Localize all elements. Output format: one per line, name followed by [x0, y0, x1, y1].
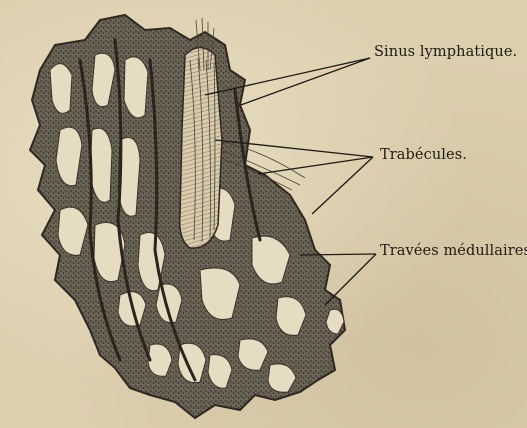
label-trabecules: Trabécules. — [380, 147, 467, 163]
central-trabecula — [180, 48, 222, 249]
leader-trabecules-3 — [312, 157, 373, 214]
leader-trabecules-2 — [258, 157, 373, 174]
leader-travees-2 — [325, 254, 376, 305]
label-sinus-lymphatique: Sinus lymphatique. — [374, 44, 517, 60]
label-travees-medullaires: Travées médullaires. — [380, 243, 527, 259]
leader-sinus-2 — [238, 58, 370, 106]
sinus-space — [124, 57, 148, 118]
